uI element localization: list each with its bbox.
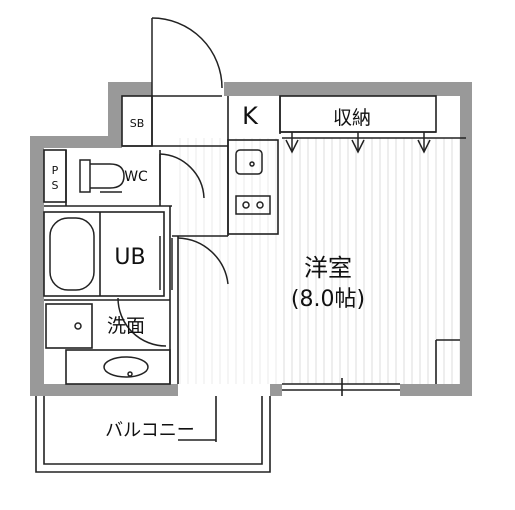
wash-basin-icon: [103, 356, 149, 378]
bathroom-label: UB: [114, 245, 145, 270]
toilet-label: WC: [124, 169, 148, 185]
pipe-space-label-bottom: S: [52, 179, 59, 192]
toilet-icon: [79, 159, 125, 193]
kitchen-label: K: [242, 102, 259, 130]
shoe-box-label: SB: [130, 117, 145, 130]
sink-icon: [235, 149, 263, 175]
kitchen-fixtures: [235, 149, 271, 215]
doors: [117, 17, 229, 347]
western-room-size: (8.0帖): [291, 287, 365, 312]
pipe-space-label-top: P: [52, 164, 59, 177]
storage-hangers: [285, 132, 431, 154]
balcony-label: バルコニー: [105, 420, 195, 441]
western-room-name: 洋室: [304, 254, 352, 282]
western-room-floor: [282, 138, 460, 384]
washroom-label: 洗面: [107, 315, 145, 337]
washer-drain-icon: [74, 322, 82, 330]
balcony: [35, 396, 271, 473]
stove-icon: [235, 195, 271, 215]
storage-label: 収納: [333, 107, 371, 129]
bathtub-icon: [49, 217, 161, 291]
washroom-fixtures: [74, 322, 149, 378]
